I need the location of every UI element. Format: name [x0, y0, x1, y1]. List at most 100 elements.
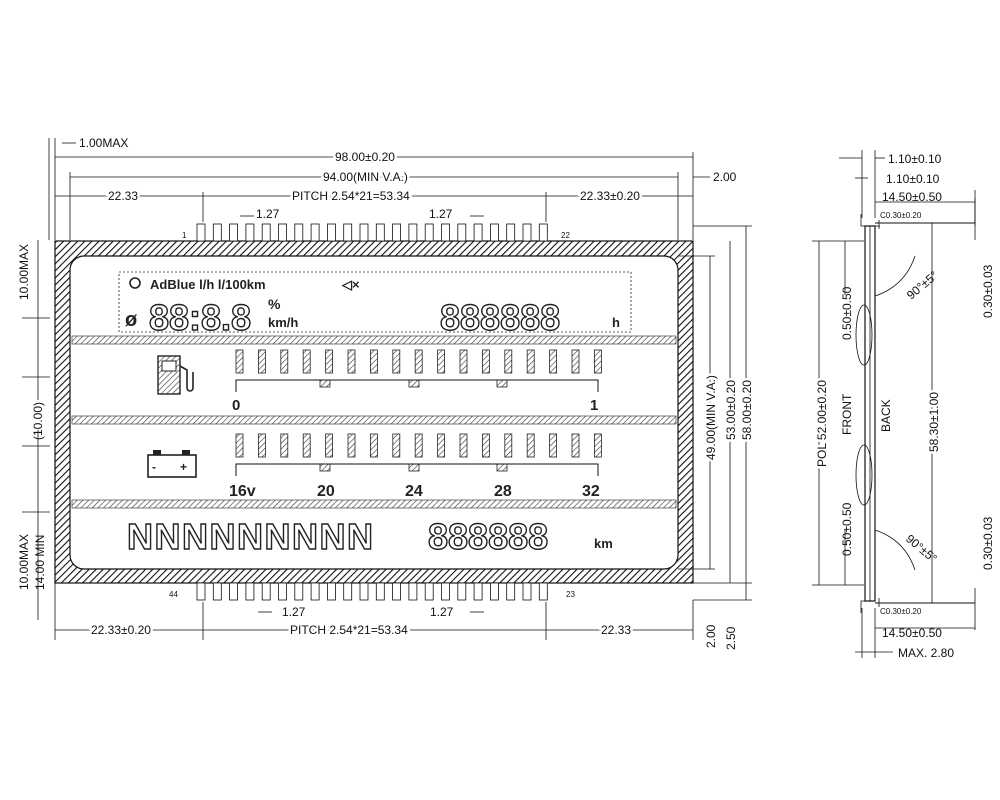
- hour-unit: h: [612, 315, 620, 330]
- fuel-bar-segment: [280, 349, 289, 374]
- pin: [261, 223, 271, 242]
- pin: [489, 223, 499, 242]
- pin: [310, 582, 320, 601]
- pin: [326, 223, 336, 242]
- side-width-top: 14.50±0.50: [882, 190, 942, 204]
- side-view: 1.10±0.10 1.10±0.10 14.50±0.50 C0.30±0.2…: [812, 150, 995, 660]
- dim-overall-width: 98.00±0.20: [335, 150, 395, 164]
- voltage-bar-segment: [481, 433, 490, 458]
- dim-view-height: 49.00(MIN V.A.): [704, 375, 718, 460]
- voltage-bar-segment: [414, 433, 423, 458]
- fuel-bar-gauge: [235, 349, 602, 388]
- diameter-icon: ø: [125, 309, 138, 331]
- fuel-bar-segment: [325, 349, 334, 374]
- voltage-bar-segment: [235, 433, 244, 458]
- pin: [229, 582, 239, 601]
- fuel-bar-segment: [571, 349, 580, 374]
- pin: [261, 582, 271, 601]
- side-angle-top: 90°±5°: [904, 268, 941, 302]
- volt-tick-3: 28: [494, 483, 512, 500]
- dim-view-area: 94.00(MIN V.A.): [323, 170, 408, 184]
- fuel-bar-segment: [526, 349, 535, 374]
- pin: [375, 223, 385, 242]
- side-pol: POL 52.00±0.20: [815, 380, 829, 467]
- volt-tick-1: 20: [317, 483, 335, 500]
- separator-band: [71, 415, 677, 425]
- pin-label-first: 1: [182, 231, 187, 240]
- voltage-bar-segment: [369, 433, 378, 458]
- pin: [343, 223, 353, 242]
- side-back-label: BACK: [879, 399, 893, 432]
- bottom-pins: [196, 582, 548, 601]
- pin: [441, 582, 450, 601]
- pin: [522, 582, 532, 601]
- dim-left-upper: 10.00MAX: [17, 244, 31, 300]
- dim-bottom-b: 2.50: [724, 626, 738, 650]
- fuel-bar-segment: [347, 349, 356, 374]
- side-bulge-bottom: [855, 444, 873, 506]
- pin: [522, 223, 532, 242]
- fuel-scale-max: 1: [590, 397, 598, 414]
- dim-height-b: 58.00±0.20: [740, 380, 754, 440]
- pin: [408, 582, 418, 601]
- dim-pin-pitch-right: 1.27: [429, 207, 453, 221]
- separator-band: [71, 335, 677, 345]
- dim-bottom-pin-pitch-left: 1.27: [282, 605, 306, 619]
- voltage-bar-segment: [437, 433, 446, 458]
- hour-digits: 888888: [440, 297, 560, 338]
- voltage-scale-notch: [496, 463, 508, 472]
- voltage-bar-segment: [257, 433, 266, 458]
- voltage-bar-segment: [549, 433, 557, 458]
- percent-unit: %: [268, 296, 281, 312]
- front-view: 1 22 44 23 AdBlue l/h l/100km ◁× ø 88:8.…: [17, 136, 757, 650]
- right-dimensions: 49.00(MIN V.A.) 53.00±0.20 58.00±0.20 2.…: [678, 225, 757, 650]
- pin: [326, 582, 336, 601]
- side-chamfer-top: C0.30±0.20: [880, 211, 922, 220]
- alphanumeric-segments: NNNNNNNNN: [127, 516, 374, 557]
- fuel-scale-min: 0: [232, 397, 240, 414]
- pin: [392, 223, 402, 242]
- side-bulge-top: [855, 304, 873, 366]
- dim-right-gap: 2.00: [713, 170, 737, 184]
- pin: [196, 582, 206, 601]
- pin: [375, 582, 385, 601]
- pin: [278, 582, 287, 601]
- pin: [245, 582, 255, 601]
- dim-bottom-pin-pitch-right: 1.27: [430, 605, 454, 619]
- volt-tick-0: 16v: [229, 483, 256, 500]
- side-thickness-2: 1.10±0.10: [886, 172, 940, 186]
- voltage-bar-segment: [392, 433, 401, 458]
- dim-right-offset: 22.33±0.20: [580, 189, 640, 203]
- dim-left-offset: 22.33: [108, 189, 138, 203]
- dim-height-a: 53.00±0.20: [724, 380, 738, 440]
- dim-pin-pitch-left: 1.27: [256, 207, 280, 221]
- volt-tick-4: 32: [582, 483, 600, 500]
- pin: [506, 223, 516, 242]
- pin: [506, 582, 516, 601]
- dim-bottom-a: 2.00: [704, 624, 718, 648]
- fuel-bar-segment: [414, 349, 423, 374]
- side-width-bottom: 14.50±0.50: [882, 626, 942, 640]
- top-pins: [196, 223, 548, 242]
- volt-tick-2: 24: [405, 483, 423, 500]
- side-right-top: 0.30±0.03: [981, 264, 995, 318]
- fuel-bar-segment: [302, 349, 311, 374]
- fuel-bar-segment: [459, 349, 468, 374]
- voltage-bar-segment: [302, 433, 311, 458]
- fuel-bar-segment: [437, 349, 446, 374]
- pin: [489, 582, 499, 601]
- pin: [538, 223, 548, 242]
- speaker-mute-icon: ◁×: [341, 277, 360, 292]
- voltage-bar-segment: [526, 433, 535, 458]
- dim-bottom-left-offset: 22.33±0.20: [91, 623, 151, 637]
- fuel-scale-notch: [496, 379, 508, 388]
- odometer-digits: 888888: [428, 516, 548, 557]
- pin-label-first-bottom: 44: [169, 590, 178, 599]
- kmh-unit: km/h: [268, 315, 298, 330]
- km-unit: km: [594, 536, 613, 551]
- fuel-bar-segment: [235, 349, 244, 374]
- voltage-scale-notch: [408, 463, 420, 472]
- side-chamfer-bottom: C0.30±0.20: [880, 607, 922, 616]
- voltage-bar-gauge: [235, 433, 602, 472]
